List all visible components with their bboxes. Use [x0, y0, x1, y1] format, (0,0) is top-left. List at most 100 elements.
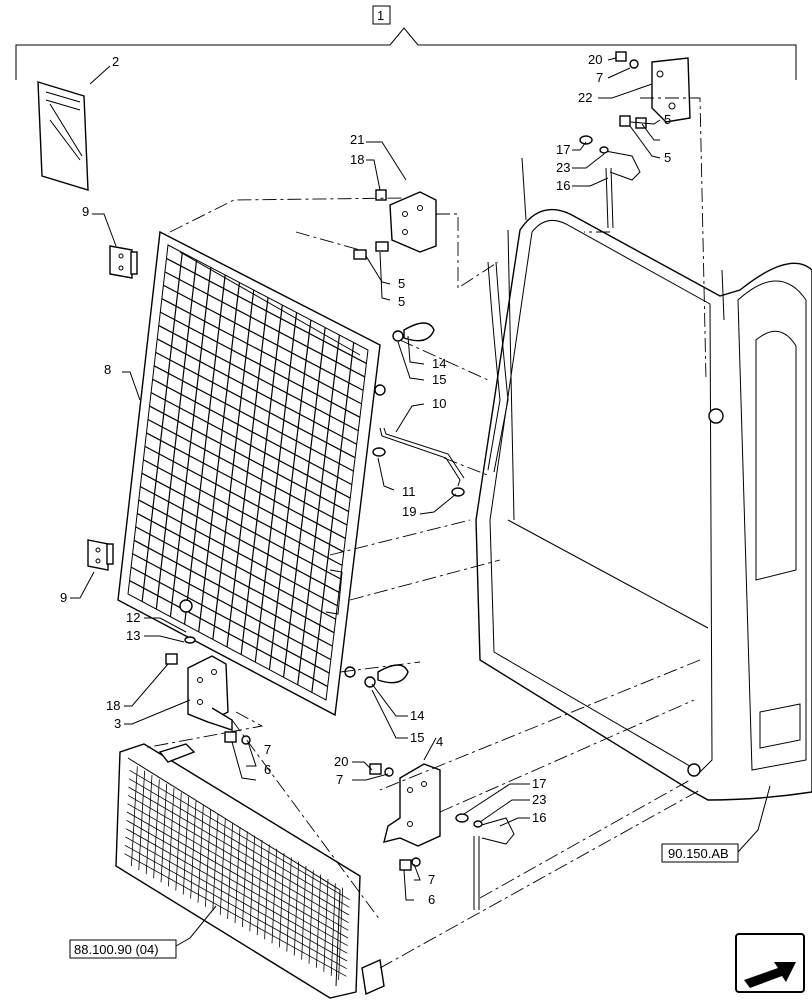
callout-18-upper: 18 — [350, 152, 364, 167]
mesh-wire — [124, 844, 347, 970]
callout-10: 10 — [432, 396, 446, 411]
mesh-wire — [155, 351, 356, 459]
reference-cab[interactable]: 90.150.AB — [661, 843, 739, 863]
forward-arrow-icon[interactable] — [735, 933, 805, 993]
reference-cab-label: 90.150.AB — [668, 846, 729, 861]
latch-pin-lower — [455, 813, 515, 910]
assembly-number-box — [372, 5, 391, 25]
mesh-wire — [125, 836, 348, 962]
leader-lines — [70, 57, 771, 947]
lower-bracket — [165, 636, 251, 745]
callout-labels: 2 9 9 8 21 18 5 5 14 15 10 11 19 12 13 1… — [60, 52, 671, 907]
mesh-wire — [126, 811, 349, 939]
callout-5-d: 5 — [664, 150, 671, 165]
mesh-wire — [160, 311, 361, 418]
bumper-upper — [392, 322, 435, 342]
mesh-wire — [146, 432, 346, 539]
assembly-number: 1 — [377, 8, 384, 23]
callout-14-lower: 14 — [410, 708, 424, 723]
callout-17-lower: 17 — [532, 776, 546, 791]
upper-bracket — [353, 189, 437, 260]
callout-22: 22 — [578, 90, 592, 105]
cab-structure — [475, 157, 812, 801]
mesh-wire — [136, 512, 336, 620]
screen-guard — [117, 230, 386, 717]
callout-12: 12 — [126, 610, 140, 625]
callout-21: 21 — [350, 132, 364, 147]
mesh-wire — [150, 392, 351, 499]
mesh-wire — [144, 445, 345, 553]
mesh-wire — [125, 828, 348, 954]
mesh-wire — [164, 271, 366, 378]
callout-9-lower: 9 — [60, 590, 67, 605]
top-latch-bracket — [615, 51, 691, 129]
hinge-plate-lower — [87, 539, 114, 571]
mesh-wire — [135, 526, 335, 634]
support-rod — [372, 427, 465, 497]
mesh-wire — [156, 338, 357, 445]
mesh-wire — [129, 769, 350, 901]
callout-6-b: 6 — [428, 892, 435, 907]
callout-15-lower: 15 — [410, 730, 424, 745]
callout-5-b: 5 — [398, 294, 405, 309]
front-guard — [115, 743, 385, 999]
mesh-wire — [128, 786, 350, 916]
callout-8: 8 — [104, 362, 111, 377]
callout-9-upper: 9 — [82, 204, 89, 219]
mesh-wire — [147, 418, 348, 526]
callout-16-lower: 16 — [532, 810, 546, 825]
callout-23-upper: 23 — [556, 160, 570, 175]
callout-15-upper: 15 — [432, 372, 446, 387]
lower-latch-bracket — [369, 763, 441, 871]
callout-20-upper: 20 — [588, 52, 602, 67]
mesh-wire — [138, 499, 338, 607]
assembly-bracket: 1 — [15, 5, 797, 80]
callout-13: 13 — [126, 628, 140, 643]
operator-manual — [37, 81, 89, 191]
callout-17-upper: 17 — [556, 142, 570, 157]
mesh-wire — [128, 778, 350, 908]
callout-7-a: 7 — [264, 742, 271, 757]
mesh-wire — [152, 378, 353, 486]
mesh-wire — [127, 794, 349, 924]
latch-pin-upper — [579, 135, 641, 229]
callout-2: 2 — [112, 54, 119, 69]
callout-3: 3 — [114, 716, 121, 731]
mesh-wire — [158, 325, 359, 432]
callout-16-upper: 16 — [556, 178, 570, 193]
callout-5-c: 5 — [664, 112, 671, 127]
mesh-wire — [141, 472, 341, 580]
mesh-wire — [124, 853, 347, 977]
mesh-wire — [166, 257, 367, 364]
hinge-plate-upper — [109, 245, 138, 279]
mesh-wire — [130, 566, 330, 674]
callout-7-b: 7 — [336, 772, 343, 787]
reference-front-guard-label: 88.100.90 (04) — [74, 942, 159, 957]
mesh-wire — [163, 284, 364, 391]
mesh-wire — [143, 459, 343, 566]
callout-7-c: 7 — [428, 872, 435, 887]
reference-front-guard[interactable]: 88.100.90 (04) — [69, 939, 177, 959]
callout-4: 4 — [436, 734, 443, 749]
mesh-wire — [133, 539, 333, 647]
mesh-wire — [161, 298, 362, 405]
callout-11: 11 — [402, 484, 416, 499]
callout-5-a: 5 — [398, 276, 405, 291]
mesh-wire — [127, 803, 349, 931]
callout-19: 19 — [402, 504, 416, 519]
mesh-wire — [126, 819, 348, 947]
alignment-lines — [143, 97, 707, 969]
mesh-wire — [149, 405, 349, 513]
mesh-wire — [132, 553, 332, 661]
bumper-lower — [364, 664, 409, 688]
callout-18-lower: 18 — [106, 698, 120, 713]
mesh-wire — [153, 365, 354, 472]
callout-20-lower: 20 — [334, 754, 348, 769]
callout-23-lower: 23 — [532, 792, 546, 807]
callout-14-upper: 14 — [432, 356, 446, 371]
mesh-wire — [140, 486, 340, 593]
mesh-wire — [129, 580, 328, 688]
callout-6-a: 6 — [264, 762, 271, 777]
callout-7-d: 7 — [596, 70, 603, 85]
